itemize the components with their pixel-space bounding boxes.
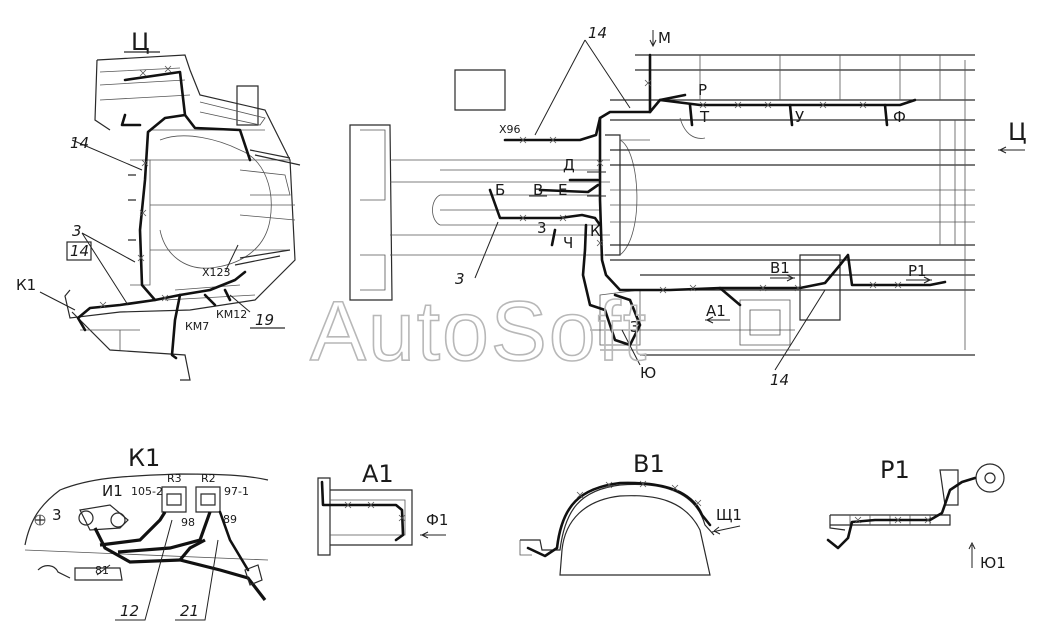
label-105-2: 105-2 [131, 485, 163, 498]
main-view: 14 М Р Т У Ф Ц X96 Д Б В Е 3 Ч К 3 В1 Р1… [349, 24, 1027, 389]
label-a1: А1 [706, 302, 726, 320]
detail-a1-arrow-label: Ф1 [426, 511, 448, 529]
label-3a: 3 [537, 219, 547, 237]
detail-v1: В1 Щ1 [519, 450, 742, 576]
label-v: В [533, 181, 543, 199]
label-p1: Р1 [908, 262, 927, 280]
label-i1: И1 [102, 482, 123, 500]
view-letter-ts-main: Ц [1008, 118, 1027, 146]
label-v1: В1 [770, 259, 790, 277]
label-e: Е [558, 181, 567, 199]
label-p: Р [698, 81, 707, 99]
label-x96: X96 [499, 123, 521, 136]
detail-k1: К1 И1 105-2 R3 R2 97-1 3 98 89 81 12 21 [24, 444, 269, 621]
label-n3: 3 [52, 506, 62, 524]
label-ch: Ч [563, 234, 573, 252]
label-b: Б [495, 181, 505, 199]
label-km7: КМ7 [185, 320, 209, 333]
label-z: З [630, 318, 640, 336]
detail-p1-arrow-label: Ю1 [980, 554, 1006, 572]
label-k: К [590, 222, 601, 240]
label-km12: КМ12 [216, 308, 247, 321]
watermark: AutoSoft [310, 284, 648, 378]
label-89: 89 [223, 513, 237, 526]
label-97-1: 97-1 [224, 485, 249, 498]
view-letter-ts: Ц [131, 28, 150, 56]
label-r2: R2 [201, 472, 216, 485]
label-14a: 14 [70, 134, 89, 152]
label-k1: К1 [16, 276, 36, 294]
label-yu: Ю [640, 364, 656, 382]
label-19: 19 [255, 311, 274, 329]
label-3: 3 [72, 222, 82, 240]
label-r3: R3 [167, 472, 182, 485]
label-t: Т [699, 108, 710, 126]
detail-v1-arrow-label: Щ1 [716, 506, 742, 524]
detail-a1: А1 Ф1 [317, 460, 448, 556]
label-21: 21 [180, 602, 199, 620]
detail-k1-title: К1 [128, 444, 160, 472]
detail-p1-title: Р1 [880, 456, 910, 484]
label-14b: 14 [70, 242, 89, 260]
left-view: Ц 14 3 14 К1 X123 КМ7 КМ12 19 [16, 28, 301, 381]
label-u: У [795, 108, 804, 126]
label-14-top: 14 [588, 24, 607, 42]
label-14-bottom: 14 [770, 371, 789, 389]
label-98: 98 [181, 516, 195, 529]
label-x123: X123 [202, 266, 231, 279]
label-d: Д [563, 156, 575, 174]
label-81: 81 [95, 564, 109, 577]
detail-p1: Р1 Ю1 [826, 456, 1006, 572]
label-m: М [658, 29, 671, 47]
label-12: 12 [120, 602, 139, 620]
detail-v1-title: В1 [633, 450, 665, 478]
detail-a1-title: А1 [362, 460, 394, 488]
label-f: Ф [893, 108, 906, 126]
label-3b: 3 [455, 270, 465, 288]
